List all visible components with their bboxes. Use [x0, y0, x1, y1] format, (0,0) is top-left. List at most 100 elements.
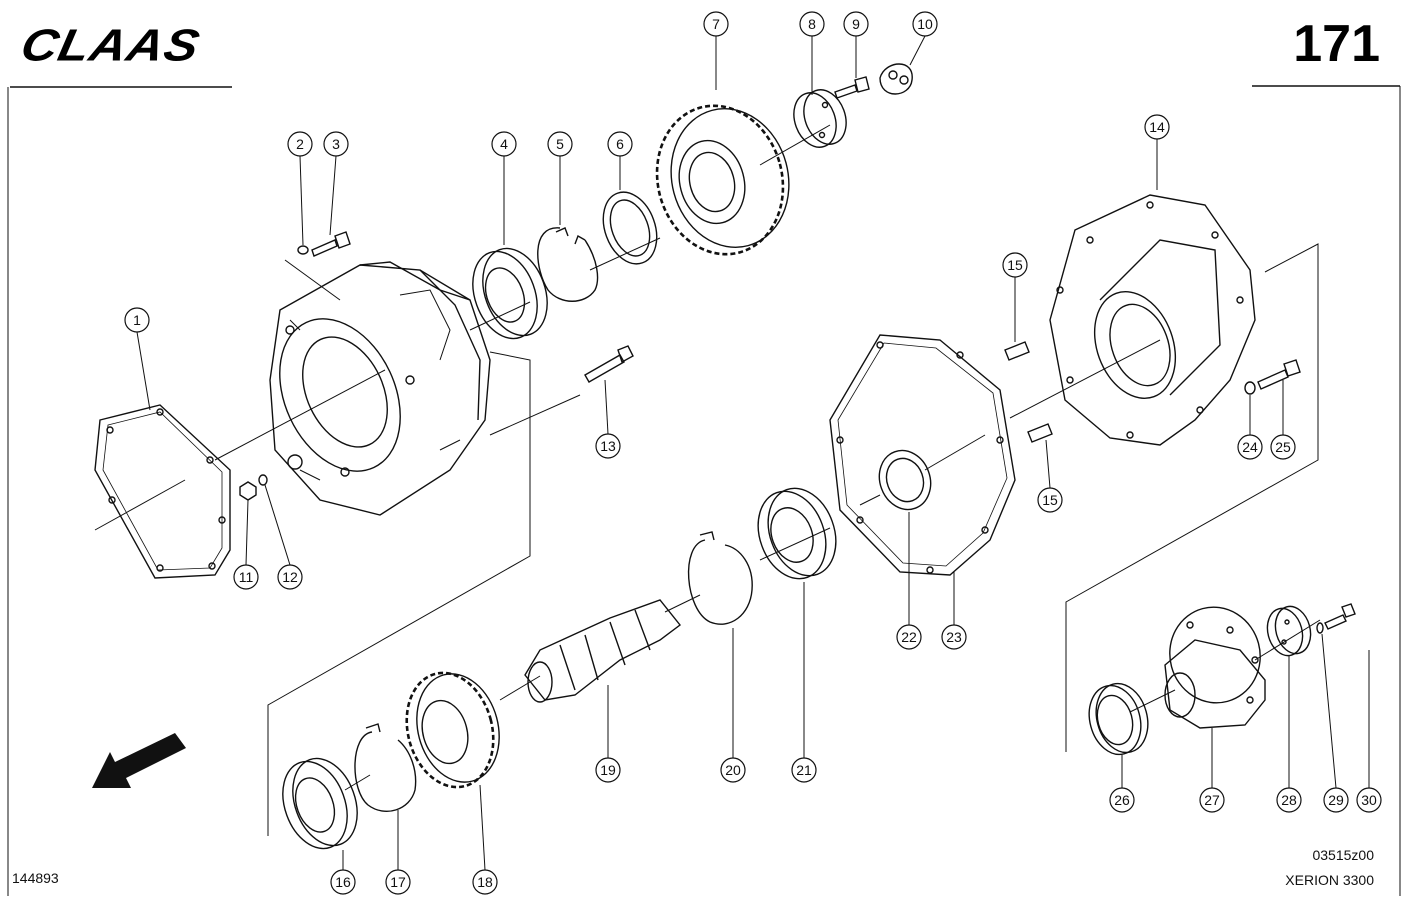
callout-label: 1 [133, 312, 141, 328]
bolt-part-25 [1257, 359, 1301, 390]
callout-17: 17 [385, 810, 411, 895]
disc-part-8 [793, 89, 847, 148]
stud-part-13 [584, 345, 634, 383]
callout-15-b: 15 [1037, 439, 1063, 513]
callout-5: 5 [547, 131, 573, 225]
drawing-reference: 03515z00 [1312, 847, 1374, 863]
sheet-id: 144893 [12, 870, 59, 886]
callout-label: 25 [1275, 439, 1291, 455]
gear-part-7 [655, 104, 790, 256]
callout-16: 16 [330, 850, 356, 895]
washer-part-29 [1316, 622, 1324, 634]
callout-label: 30 [1361, 792, 1377, 808]
seal-part-26 [1088, 682, 1149, 756]
washer-part-12 [258, 474, 268, 486]
callout-9: 9 [843, 11, 869, 78]
callout-24: 24 [1237, 395, 1263, 460]
bolt-part-30 [1324, 603, 1356, 630]
callout-label: 15 [1042, 492, 1058, 508]
bolt-part-3 [311, 231, 351, 257]
dowel-pin-part-15-upper [1004, 341, 1030, 361]
callout-25: 25 [1270, 380, 1296, 460]
callout-29: 29 [1321, 633, 1349, 813]
callout-label: 12 [282, 569, 298, 585]
callout-label: 24 [1242, 439, 1258, 455]
ring-part-6 [602, 191, 658, 265]
callout-26: 26 [1109, 755, 1135, 813]
callout-label: 7 [712, 16, 720, 32]
callout-18: 18 [472, 784, 498, 895]
callout-label: 19 [600, 762, 616, 778]
arrow-down-left-icon [92, 733, 186, 788]
callout-30: 30 [1356, 650, 1382, 813]
callout-4: 4 [491, 131, 517, 245]
callout-label: 26 [1114, 792, 1130, 808]
callout-label: 2 [296, 136, 304, 152]
callout-11: 11 [233, 499, 259, 590]
housing-cover-part-14 [1049, 194, 1256, 446]
gasket-part-23 [829, 334, 1016, 576]
callout-14: 14 [1144, 114, 1170, 190]
callout-label: 4 [500, 136, 508, 152]
callout-label: 16 [335, 874, 351, 890]
callout-23: 23 [941, 572, 967, 650]
gear-part-18 [405, 671, 500, 789]
callout-2: 2 [287, 131, 313, 246]
circlip-part-20 [687, 531, 753, 625]
callout-label: 20 [725, 762, 741, 778]
callout-label: 14 [1149, 119, 1165, 135]
disc-part-28 [1266, 605, 1312, 657]
callout-label: 9 [852, 16, 860, 32]
page-number: 171 [1293, 15, 1380, 73]
callout-6: 6 [607, 131, 633, 190]
callout-label: 23 [946, 629, 962, 645]
callout-27: 27 [1199, 728, 1225, 813]
callout-20: 20 [720, 628, 746, 783]
callout-7: 7 [703, 11, 729, 90]
callout-label: 17 [390, 874, 406, 890]
callout-label: 11 [239, 569, 254, 585]
shaft-part-19 [524, 599, 681, 703]
washer-part-2 [297, 245, 309, 255]
callout-label: 22 [901, 629, 917, 645]
callout-28: 28 [1276, 655, 1302, 813]
callout-21: 21 [791, 582, 817, 783]
callout-label: 13 [600, 438, 616, 454]
callout-label: 18 [477, 874, 493, 890]
callout-label: 29 [1328, 792, 1344, 808]
nut-part-11 [239, 481, 257, 501]
callout-8: 8 [799, 11, 825, 95]
callout-label: 10 [917, 16, 933, 32]
callout-3: 3 [323, 131, 349, 236]
bearing-part-4 [472, 247, 548, 340]
callout-13: 13 [595, 379, 621, 459]
model-name: XERION 3300 [1285, 872, 1374, 888]
callout-12: 12 [264, 484, 303, 590]
callout-label: 5 [556, 136, 564, 152]
callout-1: 1 [124, 307, 151, 411]
axis-lines [94, 124, 1321, 836]
callout-label: 3 [332, 136, 340, 152]
callout-label: 15 [1007, 257, 1023, 273]
callout-label: 6 [616, 136, 624, 152]
callout-label: 27 [1204, 792, 1220, 808]
callout-10: 10 [909, 11, 938, 66]
bearing-part-16 [282, 757, 358, 850]
callout-19: 19 [595, 685, 621, 783]
callout-22: 22 [896, 512, 922, 650]
lock-plate-part-10 [879, 63, 913, 95]
planetary-housing [269, 261, 491, 516]
circlip-part-5 [537, 227, 599, 302]
bearing-part-21 [757, 487, 837, 580]
bolt-part-9 [834, 76, 870, 99]
dowel-pin-part-15-lower [1027, 423, 1053, 443]
circlip-part-17 [354, 723, 417, 813]
callout-15: 15 [1002, 252, 1028, 342]
callout-label: 28 [1281, 792, 1297, 808]
gasket-part-1 [94, 404, 231, 579]
flange-part-27 [1164, 606, 1266, 729]
callout-label: 21 [796, 762, 812, 778]
